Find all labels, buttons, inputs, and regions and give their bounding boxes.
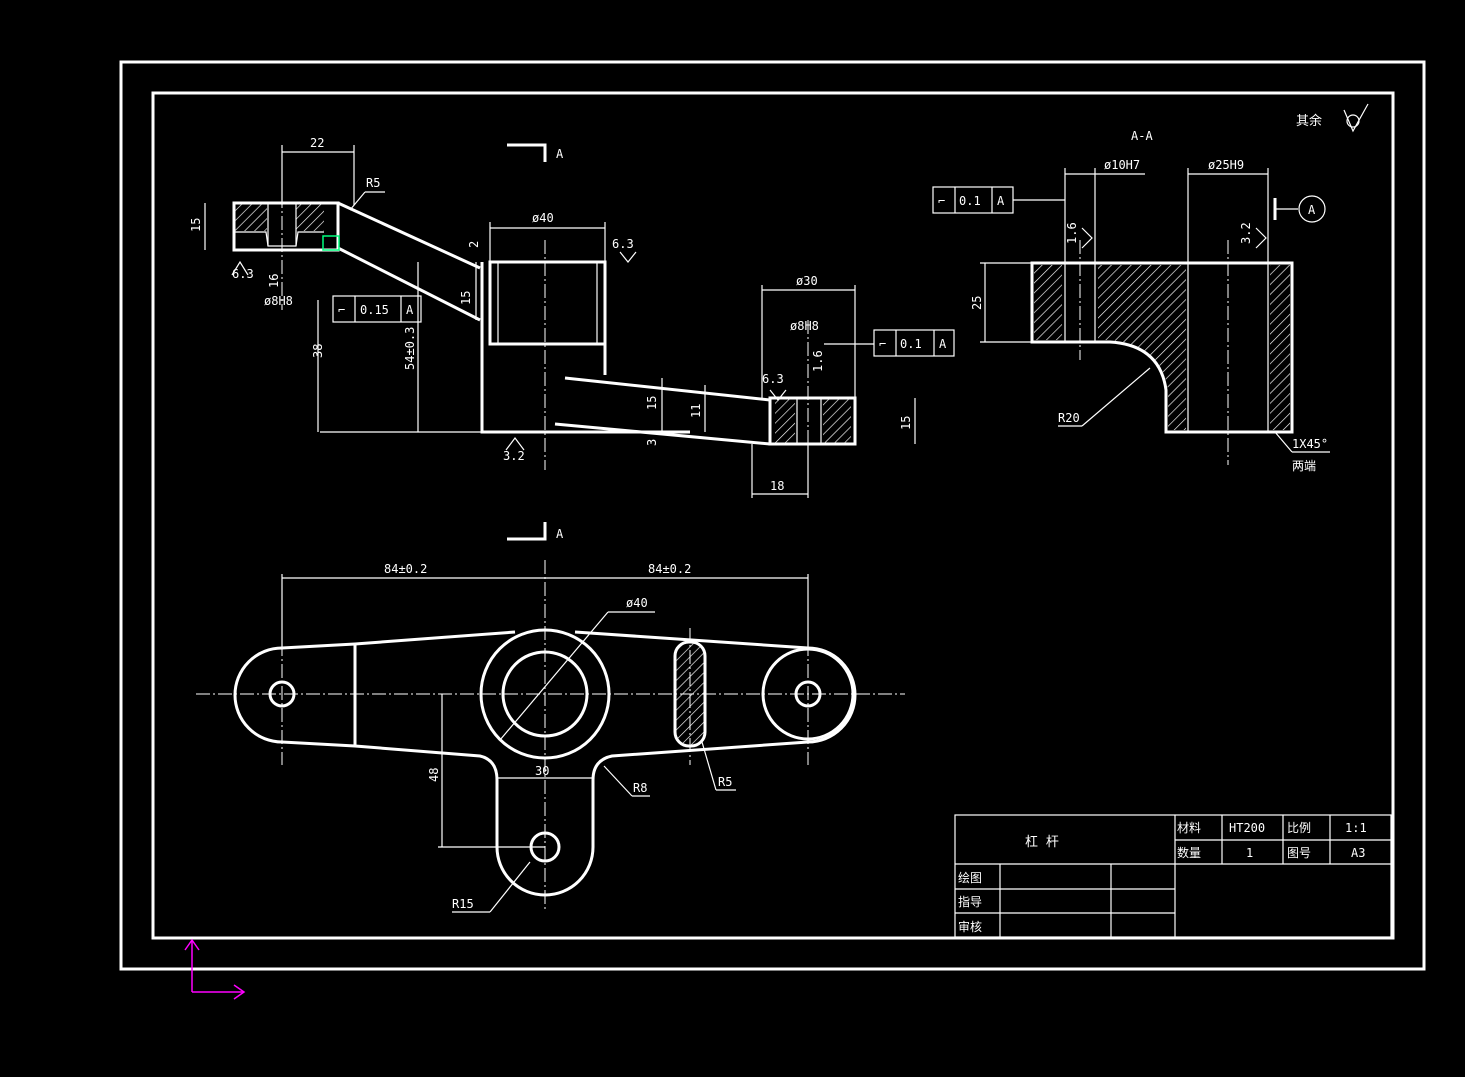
svg-text:材料: 材料 [1177,821,1201,835]
svg-text:1:1: 1:1 [1345,821,1367,835]
svg-text:A: A [939,337,947,351]
outer-border [119,60,1426,971]
svg-text:6.3: 6.3 [232,267,254,281]
svg-text:0.15: 0.15 [360,303,389,317]
inner-border [151,91,1395,940]
svg-text:R8: R8 [633,781,647,795]
svg-text:ø40: ø40 [626,596,648,610]
ucs-axis-icon [184,938,246,1000]
tolerance-frame-left: ⌐ 0.15 A [332,295,422,323]
tolerance-frame-mid: ⌐ 0.1 A [824,329,955,357]
svg-text:ø10H7: ø10H7 [1104,158,1140,172]
svg-text:比例: 比例 [1287,821,1311,835]
svg-text:0.1: 0.1 [900,337,922,351]
svg-text:25: 25 [970,296,984,310]
svg-text:1.6: 1.6 [811,350,825,372]
svg-text:15: 15 [459,291,473,305]
svg-text:ø8H8: ø8H8 [790,319,819,333]
svg-text:HT200: HT200 [1229,821,1265,835]
svg-text:15: 15 [645,396,659,410]
svg-text:其余: 其余 [1296,113,1322,129]
svg-text:16: 16 [267,274,281,288]
svg-text:1.6: 1.6 [1065,222,1079,244]
section-marker-top [507,143,547,162]
svg-text:3.2: 3.2 [1239,222,1253,244]
svg-text:1X45°: 1X45° [1292,437,1328,451]
svg-text:2: 2 [467,241,481,248]
svg-text:审核: 审核 [958,919,982,934]
section-view-aa: A-A ø10H7 ø25H9 ⌐ 0.1 A 1.6 3.2 [932,129,1330,473]
svg-text:两端: 两端 [1292,459,1316,473]
tolerance-frame-section: ⌐ 0.1 A [932,186,1065,214]
svg-text:ø40: ø40 [532,211,554,225]
svg-text:ø25H9: ø25H9 [1208,158,1244,172]
roughness-rest-note: 其余 [1296,103,1369,133]
svg-text:3.2: 3.2 [503,449,525,463]
svg-text:84±0.2: 84±0.2 [384,562,427,576]
svg-text:3: 3 [645,439,659,446]
svg-text:ø30: ø30 [796,274,818,288]
svg-text:ø8H8: ø8H8 [264,294,293,308]
svg-text:A: A [556,527,564,541]
front-view: A 22 R5 [189,136,955,498]
svg-text:R5: R5 [366,176,380,190]
svg-text:84±0.2: 84±0.2 [648,562,691,576]
svg-text:A-A: A-A [1131,129,1153,143]
top-view: A 84±0.2 84±0.2 ø40 48 [196,522,905,913]
svg-text:A: A [997,194,1005,208]
svg-text:6.3: 6.3 [762,372,784,386]
svg-text:1: 1 [1246,846,1253,860]
svg-text:A: A [406,303,414,317]
svg-text:15: 15 [899,416,913,430]
svg-text:图号: 图号 [1287,846,1311,860]
svg-text:38: 38 [311,344,325,358]
svg-text:18: 18 [770,479,784,493]
svg-text:A: A [556,147,564,161]
svg-text:⌐: ⌐ [938,194,945,208]
svg-text:绘图: 绘图 [958,870,982,885]
svg-text:54±0.3: 54±0.3 [403,327,417,370]
svg-text:15: 15 [189,218,203,232]
svg-text:⌐: ⌐ [338,303,345,317]
svg-text:6.3: 6.3 [612,237,634,251]
svg-text:R15: R15 [452,897,474,911]
svg-text:A: A [1308,203,1316,217]
section-marker-bottom [507,522,547,541]
svg-text:11: 11 [689,404,703,418]
title-part-name: 杠 杆 [1025,834,1059,850]
title-block: 杠 杆 材料 HT200 比例 1:1 数量 1 图号 A3 绘图 指导 审核 [954,814,1392,938]
selection-grip-icon[interactable] [322,235,340,251]
svg-text:数量: 数量 [1177,845,1201,860]
svg-text:指导: 指导 [958,894,982,909]
svg-text:48: 48 [427,768,441,782]
svg-text:R5: R5 [718,775,732,789]
svg-text:A3: A3 [1351,846,1365,860]
svg-text:R20: R20 [1058,411,1080,425]
svg-text:30: 30 [535,764,549,778]
datum-a-symbol: A [1273,195,1326,223]
svg-text:⌐: ⌐ [879,337,886,351]
svg-text:22: 22 [310,136,324,150]
svg-text:0.1: 0.1 [959,194,981,208]
